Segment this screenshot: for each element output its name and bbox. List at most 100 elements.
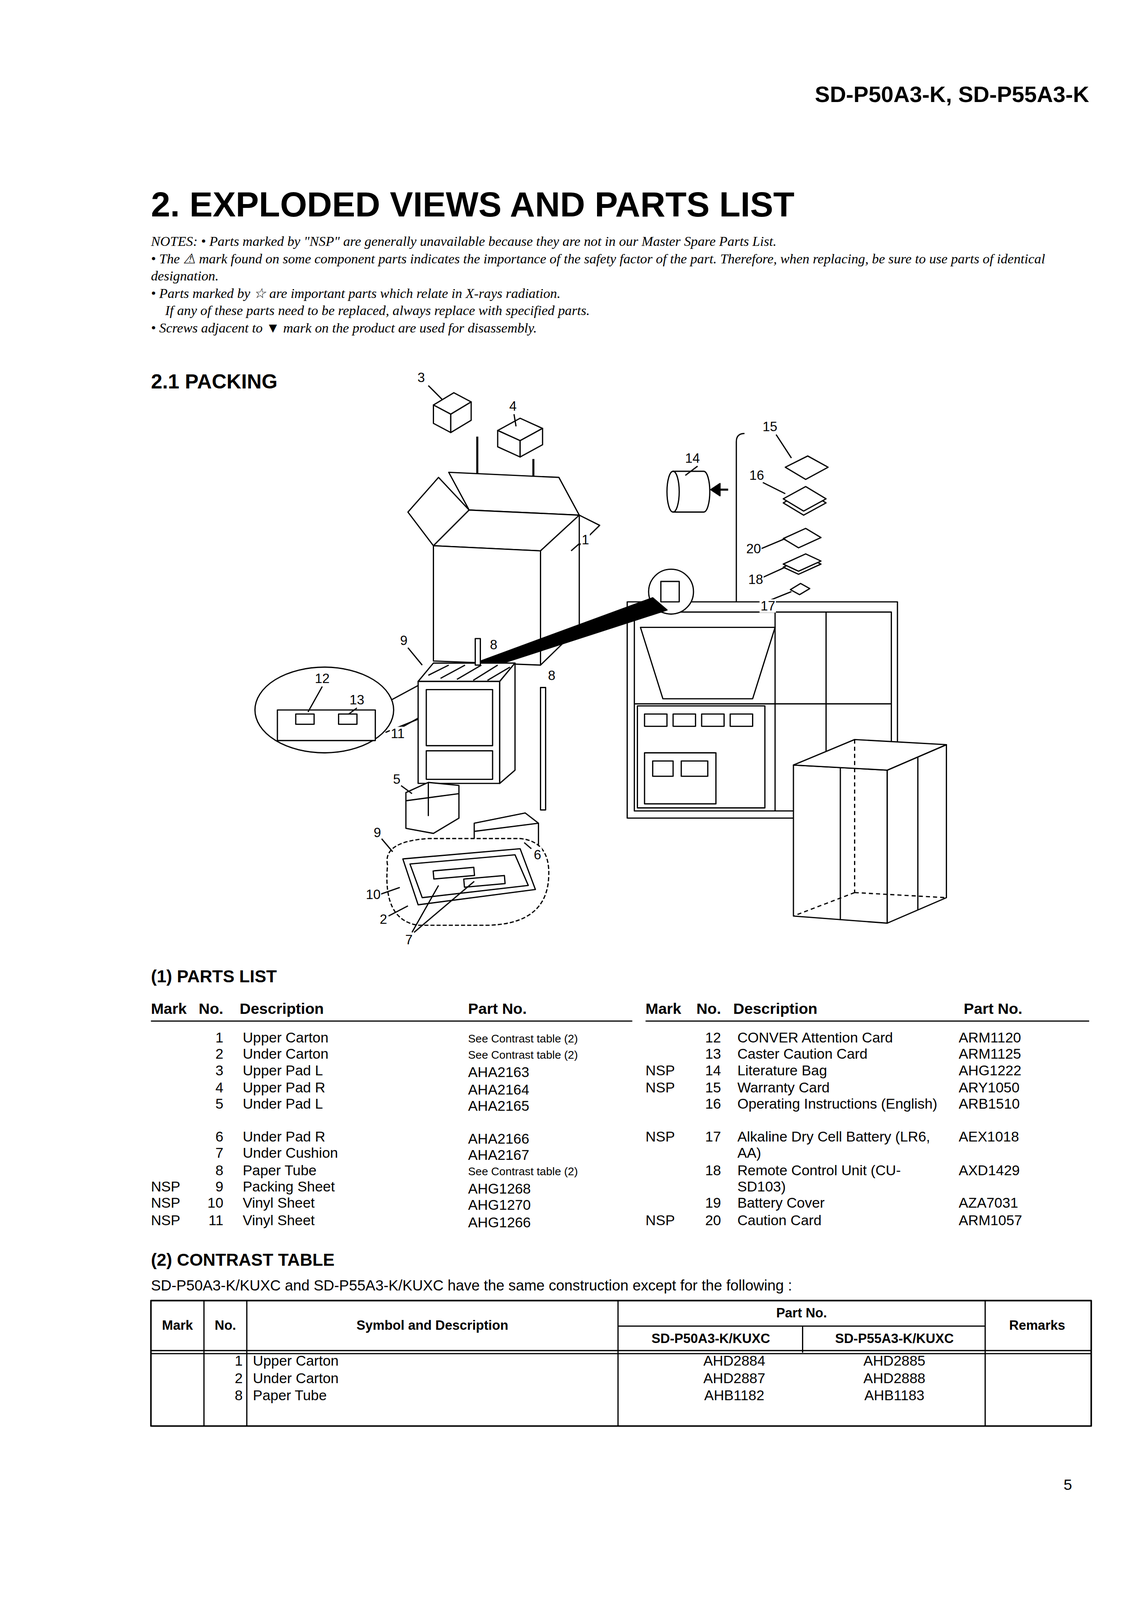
note-text: NOTES: • Parts marked by "NSP" are gener… <box>151 232 777 251</box>
table-cell: AHD2888 <box>863 1369 926 1387</box>
callout-number: 9 <box>399 633 409 648</box>
column-header: Mark <box>162 1318 194 1334</box>
page-title: 2. EXPLODED VIEWS AND PARTS LIST <box>151 184 795 225</box>
table-cell: NSP <box>645 1061 676 1079</box>
table-cell: AHA2167 <box>468 1146 530 1164</box>
table-cell: 4 <box>215 1078 224 1096</box>
table-cell: Paper Tube <box>253 1386 327 1404</box>
table-cell: Upper Carton <box>253 1352 339 1369</box>
page-header: SD-P50A3-K, SD-P55A3-K <box>814 81 1090 108</box>
table-cell: AHD2885 <box>863 1352 926 1369</box>
column-header: SD-P55A3-K/KUXC <box>835 1331 954 1347</box>
callout-number: 7 <box>404 932 414 946</box>
table-cell: ARM1057 <box>958 1211 1023 1229</box>
table-cell: AHD2887 <box>703 1369 766 1387</box>
table-cell: Paper Tube <box>242 1161 317 1179</box>
table-cell: Under Carton <box>242 1045 329 1062</box>
column-header: Mark <box>645 999 682 1018</box>
table-cell: ARB1510 <box>958 1095 1020 1112</box>
table-cell: NSP <box>645 1128 676 1145</box>
callout-number: 8 <box>547 668 557 682</box>
table-cell: 6 <box>215 1128 224 1145</box>
callout-number: 5 <box>391 772 402 786</box>
table-cell: AEX1018 <box>958 1128 1019 1145</box>
table-cell: Vinyl Sheet <box>242 1211 315 1229</box>
table-cell: Upper Pad L <box>242 1061 324 1079</box>
column-header: No. <box>198 999 224 1018</box>
callout-number: 9 <box>372 825 382 839</box>
table-cell: 13 <box>705 1045 721 1062</box>
table-cell: Under Carton <box>253 1369 339 1387</box>
table-cell: 16 <box>705 1095 721 1112</box>
table-cell: Under Pad L <box>242 1095 324 1112</box>
table-cell: NSP <box>151 1211 181 1229</box>
callout-number: 17 <box>759 599 777 613</box>
table-cell: Remote Control Unit (CU-SD103) <box>737 1161 937 1196</box>
callout-number: 13 <box>348 693 366 707</box>
table-cell: Warranty Card <box>737 1078 830 1096</box>
callout-number: 6 <box>532 848 543 862</box>
note-text: • The ⚠ mark found on some component par… <box>151 249 1095 285</box>
table-cell: 3 <box>215 1061 224 1079</box>
leader-lines <box>379 385 792 933</box>
page-number: 5 <box>1063 1474 1073 1493</box>
table-cell: See Contrast table (2) <box>468 1047 578 1062</box>
table-cell: 12 <box>705 1028 721 1046</box>
table-cell: Operating Instructions (English) <box>737 1095 938 1112</box>
table-grid <box>151 1300 1092 1426</box>
table-cell: 19 <box>705 1194 721 1211</box>
table-cell: Under Pad R <box>242 1128 326 1145</box>
table-cell: Packing Sheet <box>242 1177 336 1195</box>
table-cell: 15 <box>705 1078 721 1096</box>
column-header: Symbol and Description <box>356 1318 509 1334</box>
callout-number: 1 <box>580 533 591 547</box>
table-cell: 14 <box>705 1061 721 1079</box>
table-cell: 2 <box>234 1369 243 1387</box>
table-cell: NSP <box>151 1194 181 1211</box>
callout-number: 4 <box>508 399 518 413</box>
callout-number: 12 <box>313 671 331 686</box>
table-cell: AHA2163 <box>468 1063 530 1081</box>
table-cell: 7 <box>215 1144 224 1161</box>
table-cell: AHD2884 <box>703 1352 766 1369</box>
column-header: No. <box>696 999 722 1018</box>
column-header: Description <box>733 999 818 1018</box>
column-header: Description <box>239 999 324 1018</box>
column-header: Part No. <box>963 999 1023 1018</box>
table-cell: AZA7031 <box>958 1194 1018 1211</box>
table-cell: 17 <box>705 1128 721 1145</box>
table-cell: 1 <box>215 1028 224 1046</box>
packed-tv <box>418 662 516 784</box>
callout-number: 20 <box>745 542 762 556</box>
section-heading: (2) CONTRAST TABLE <box>151 1250 335 1271</box>
note-text: • Parts marked by ☆ are important parts … <box>151 284 561 303</box>
callout-number: 11 <box>389 726 406 741</box>
section-heading: (1) PARTS LIST <box>151 966 277 987</box>
note-text: • Screws adjacent to ▼ mark on the produ… <box>151 319 537 337</box>
table-cell: 5 <box>215 1095 224 1112</box>
packed-carton <box>793 739 947 923</box>
table-cell: Under Cushion <box>242 1144 339 1161</box>
table-cell: CONVER Attention Card <box>737 1028 893 1046</box>
table-cell: See Contrast table (2) <box>468 1031 578 1046</box>
section-heading: 2.1 PACKING <box>151 370 278 394</box>
table-cell: AHG1266 <box>468 1213 531 1231</box>
table-cell: Literature Bag <box>737 1061 828 1079</box>
table-cell: AXD1429 <box>958 1161 1020 1179</box>
table-cell: 20 <box>705 1211 721 1229</box>
callout-number: 3 <box>416 370 426 385</box>
table-cell: Battery Cover <box>737 1194 825 1211</box>
callout-number: 14 <box>684 451 701 465</box>
table-cell: AHG1222 <box>958 1061 1022 1079</box>
table-cell: ARM1125 <box>958 1045 1021 1062</box>
table-cell: 8 <box>215 1161 224 1179</box>
table-cell: 9 <box>215 1177 224 1195</box>
callout-number: 16 <box>748 468 765 482</box>
callout-number: 15 <box>761 419 779 433</box>
note-text: If any of these parts need to be replace… <box>165 301 590 320</box>
table-cell: Upper Carton <box>242 1028 329 1046</box>
table-cell: 8 <box>234 1386 243 1404</box>
table-cell: NSP <box>645 1078 676 1096</box>
table-cell: AHA2164 <box>468 1081 530 1098</box>
